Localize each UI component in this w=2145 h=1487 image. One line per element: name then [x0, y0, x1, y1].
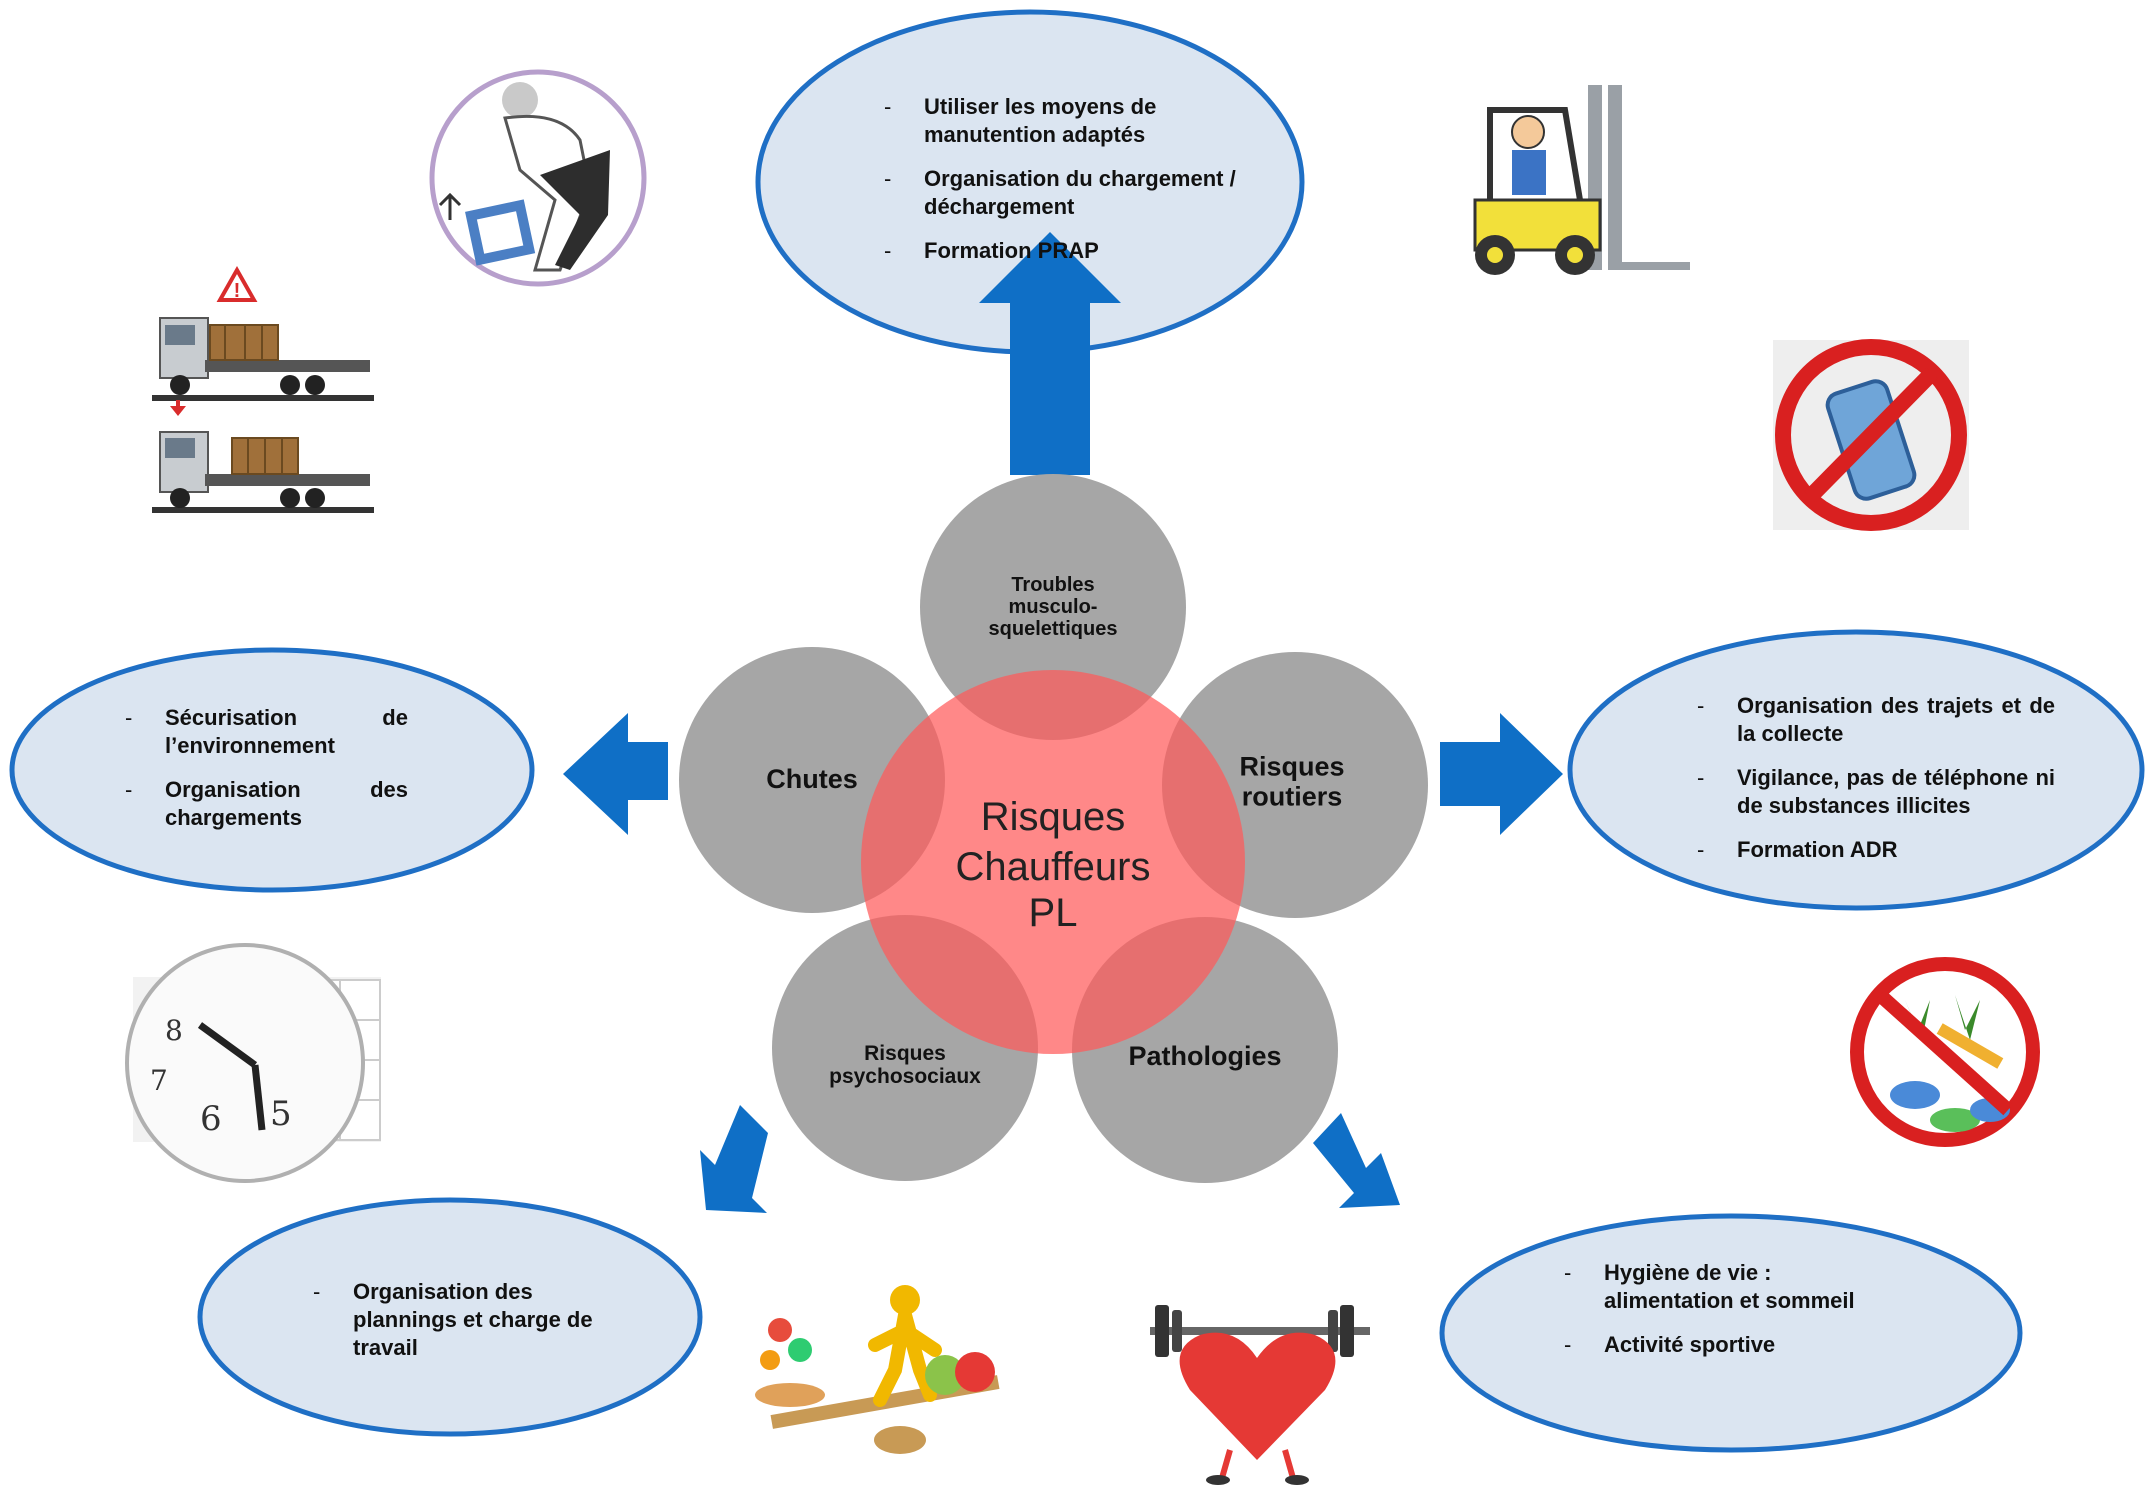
bubble-bottom-right-item: Hygiène de vie : alimentation et sommeil [1564, 1259, 1904, 1315]
balance-illustration [755, 1285, 1010, 1480]
risk-label-tms: Troubles musculo-squelettiques [988, 574, 1118, 640]
bubble-left-item: Organisation des chargements [125, 776, 408, 832]
svg-text:7: 7 [150, 1064, 168, 1097]
bubble-top-item: Organisation du chargement / déchargemen… [884, 165, 1264, 221]
bubble-left-item: Sécurisation de l’environnement [125, 704, 408, 760]
no-phone-icon [1773, 339, 1969, 531]
bubble-top-text: Utiliser les moyens de manutention adapt… [884, 93, 1264, 281]
svg-text:5: 5 [270, 1094, 292, 1134]
arrow-right [1440, 713, 1563, 835]
bubble-top-item: Formation PRAP [884, 237, 1264, 265]
arrow-left [563, 713, 668, 835]
bubble-right-item: Organisation des trajets et de la collec… [1697, 692, 2055, 748]
bubble-bottom-right-text: Hygiène de vie : alimentation et sommeil… [1564, 1259, 1904, 1375]
arrow-down-left [700, 1105, 768, 1213]
arrow-down-right [1313, 1113, 1400, 1208]
arrow-up [979, 232, 1121, 475]
truck-load-illustration: ! [152, 265, 374, 513]
risk-label-pathologies: Pathologies [1128, 1041, 1282, 1072]
heart-barbell-illustration [1150, 1305, 1370, 1485]
risk-label-routiers: Risques routiers [1239, 751, 1345, 811]
center-label-line3: PL [1028, 891, 1078, 935]
risk-label-psychosociaux: Risques psychosociaux [829, 1041, 981, 1088]
svg-text:6: 6 [200, 1099, 222, 1139]
bubble-right-item: Formation ADR [1697, 836, 2055, 864]
lifting-person-illustration [429, 69, 647, 287]
no-drugs-icon [1850, 957, 2040, 1147]
bubble-bottom-left-item: Organisation des plannings et charge de … [313, 1278, 603, 1362]
bubble-left-text: Sécurisation de l’environnement Organisa… [125, 704, 408, 848]
center-label-line1: Risques [980, 795, 1126, 839]
svg-text:!: ! [234, 280, 241, 302]
bubble-bottom-left-text: Organisation des plannings et charge de … [313, 1278, 603, 1378]
svg-text:8: 8 [165, 1014, 183, 1047]
risk-circle-tms [920, 474, 1186, 740]
clock-calendar-illustration: 8 7 6 5 [125, 943, 381, 1183]
center-label: Risques Chauffeurs PL [956, 789, 1151, 941]
bubble-top-item: Utiliser les moyens de manutention adapt… [884, 93, 1264, 149]
bubble-right-text: Organisation des trajets et de la collec… [1697, 692, 2055, 880]
center-circle [861, 670, 1245, 1054]
bubble-right-item: Vigilance, pas de téléphone ni de substa… [1697, 764, 2055, 820]
risk-label-chutes: Chutes [766, 764, 858, 795]
forklift-illustration [1473, 85, 1690, 275]
center-label-line2: Chauffeurs [955, 845, 1151, 889]
bubble-bottom-right-item: Activité sportive [1564, 1331, 1904, 1359]
